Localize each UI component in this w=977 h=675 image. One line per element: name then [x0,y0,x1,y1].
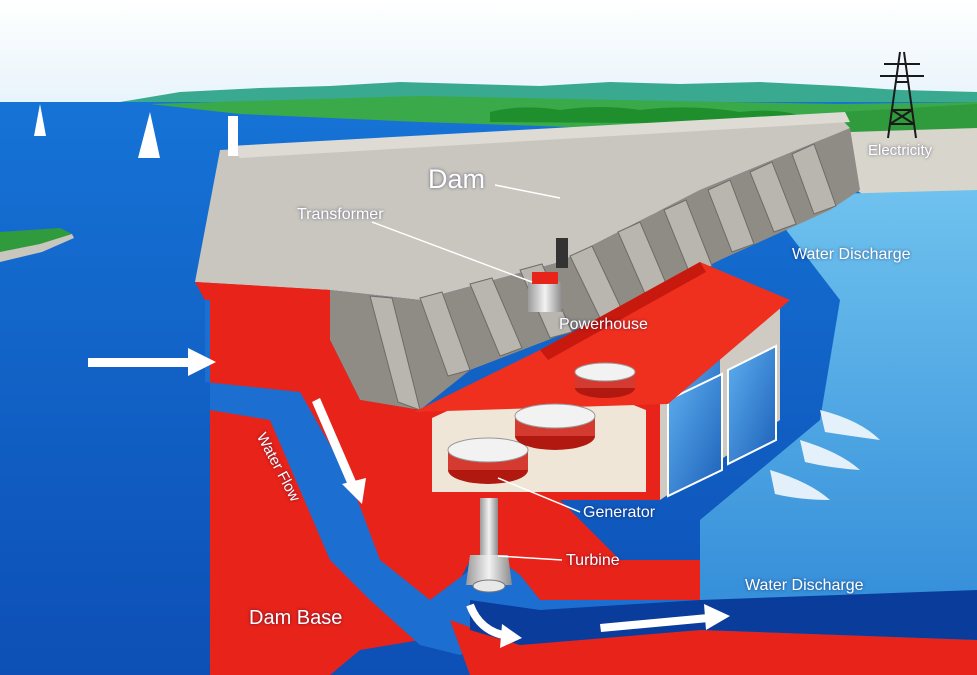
electricity-label: Electricity [868,142,933,159]
dam-buttresses [369,143,837,411]
generator-units [447,362,636,484]
water-discharge-upper-label: Water Discharge [792,246,911,263]
dam-cross-section [195,282,700,675]
powerhouse-window-a [667,372,723,498]
turbine-casing [466,555,512,585]
dam-label: Dam [428,164,486,194]
transmission-tower-icon [880,51,924,139]
foundation [450,620,977,675]
right-bank-grass [840,104,977,132]
water-flow-arrow-icon [312,398,366,504]
turbine-runner [472,579,506,593]
outflow-curve-arrow-head [500,624,522,648]
left-island-edge [0,234,74,262]
dam-crest [195,118,850,300]
water-discharge-lower-label: Water Discharge [745,577,864,594]
transformer-label: Transformer [297,206,384,223]
powerhouse-roof-ridge [540,262,706,360]
leader-lines [371,184,581,561]
powerhouse-label: Powerhouse [559,316,648,333]
inflow-arrow-icon [88,348,216,376]
powerhouse-roof [414,262,790,412]
right-bank [820,118,977,200]
generator-label: Generator [583,504,656,521]
powerhouse-window-b [727,344,777,466]
dam-crest-top [230,112,850,158]
transformer-unit [528,238,568,312]
dam-base-label: Dam Base [249,607,343,629]
turbine-shaft [480,498,498,558]
outflow-arrow-icon [600,604,730,632]
red-outline-top [195,282,420,420]
turbine-label: Turbine [566,552,620,569]
sailboat-icon [34,104,238,158]
